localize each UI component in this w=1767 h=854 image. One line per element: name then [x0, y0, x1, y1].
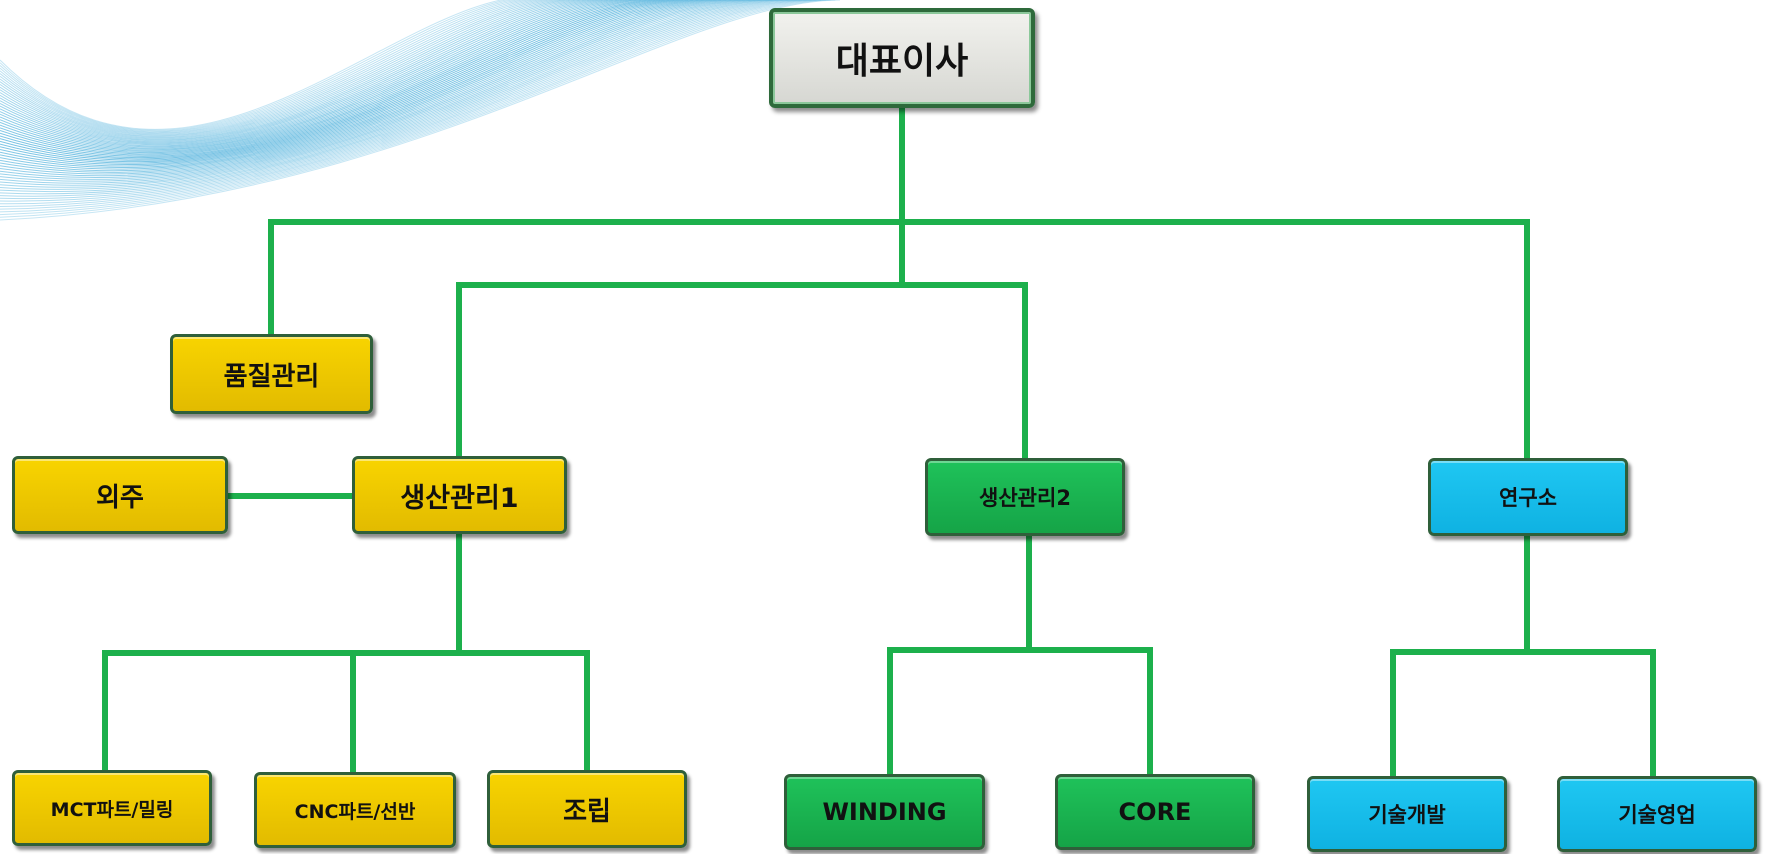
connector-line	[887, 647, 1153, 653]
node-ceo-label: 대표이사	[835, 41, 969, 82]
connector-line	[228, 493, 354, 499]
connector-line	[1650, 649, 1656, 778]
connector-line	[456, 533, 462, 653]
connector-line	[1026, 535, 1032, 650]
connector-line	[584, 650, 590, 776]
connector-line	[102, 650, 108, 776]
connector-line	[899, 103, 905, 223]
connector-line	[1524, 535, 1530, 652]
node-core-label: CORE	[1118, 798, 1192, 826]
connector-line	[899, 219, 905, 285]
node-tech-sales-label: 기술영업	[1618, 803, 1696, 827]
node-outsourcing-label: 외주	[96, 482, 144, 513]
node-research-label: 연구소	[1499, 486, 1557, 510]
connector-line	[350, 650, 356, 776]
node-research: 연구소	[1428, 458, 1628, 536]
connector-line	[456, 282, 1028, 288]
node-cnc-lathe-label: CNC파트/선반	[294, 800, 416, 823]
connector-line	[1022, 282, 1028, 459]
connector-line	[102, 650, 590, 656]
node-production1: 생산관리1	[352, 456, 567, 534]
node-mct-milling: MCT파트/밀링	[12, 770, 212, 846]
node-tech-sales: 기술영업	[1557, 776, 1757, 852]
connector-line	[1390, 649, 1656, 655]
node-assembly-label: 조립	[563, 796, 611, 827]
connector-line	[887, 647, 893, 776]
connector-line	[1390, 649, 1396, 778]
node-quality-label: 품질관리	[223, 361, 320, 392]
connector-line	[1524, 219, 1530, 459]
connector-line	[1147, 647, 1153, 776]
node-production2-label: 생산관리2	[979, 486, 1071, 510]
node-core: CORE	[1055, 774, 1255, 850]
connector-line	[456, 282, 462, 459]
node-cnc-lathe: CNC파트/선반	[254, 772, 456, 848]
node-mct-milling-label: MCT파트/밀링	[50, 798, 174, 821]
node-winding-label: WINDING	[822, 798, 947, 826]
node-production2: 생산관리2	[925, 458, 1125, 536]
node-assembly: 조립	[487, 770, 687, 848]
node-tech-dev: 기술개발	[1307, 776, 1507, 852]
node-tech-dev-label: 기술개발	[1368, 803, 1446, 827]
connector-line	[268, 219, 274, 337]
node-ceo: 대표이사	[769, 8, 1035, 108]
node-outsourcing: 외주	[12, 456, 228, 534]
node-production1-label: 생산관리1	[400, 482, 519, 514]
wave-lines	[0, 0, 841, 221]
node-winding: WINDING	[784, 774, 985, 850]
node-quality: 품질관리	[170, 334, 373, 414]
